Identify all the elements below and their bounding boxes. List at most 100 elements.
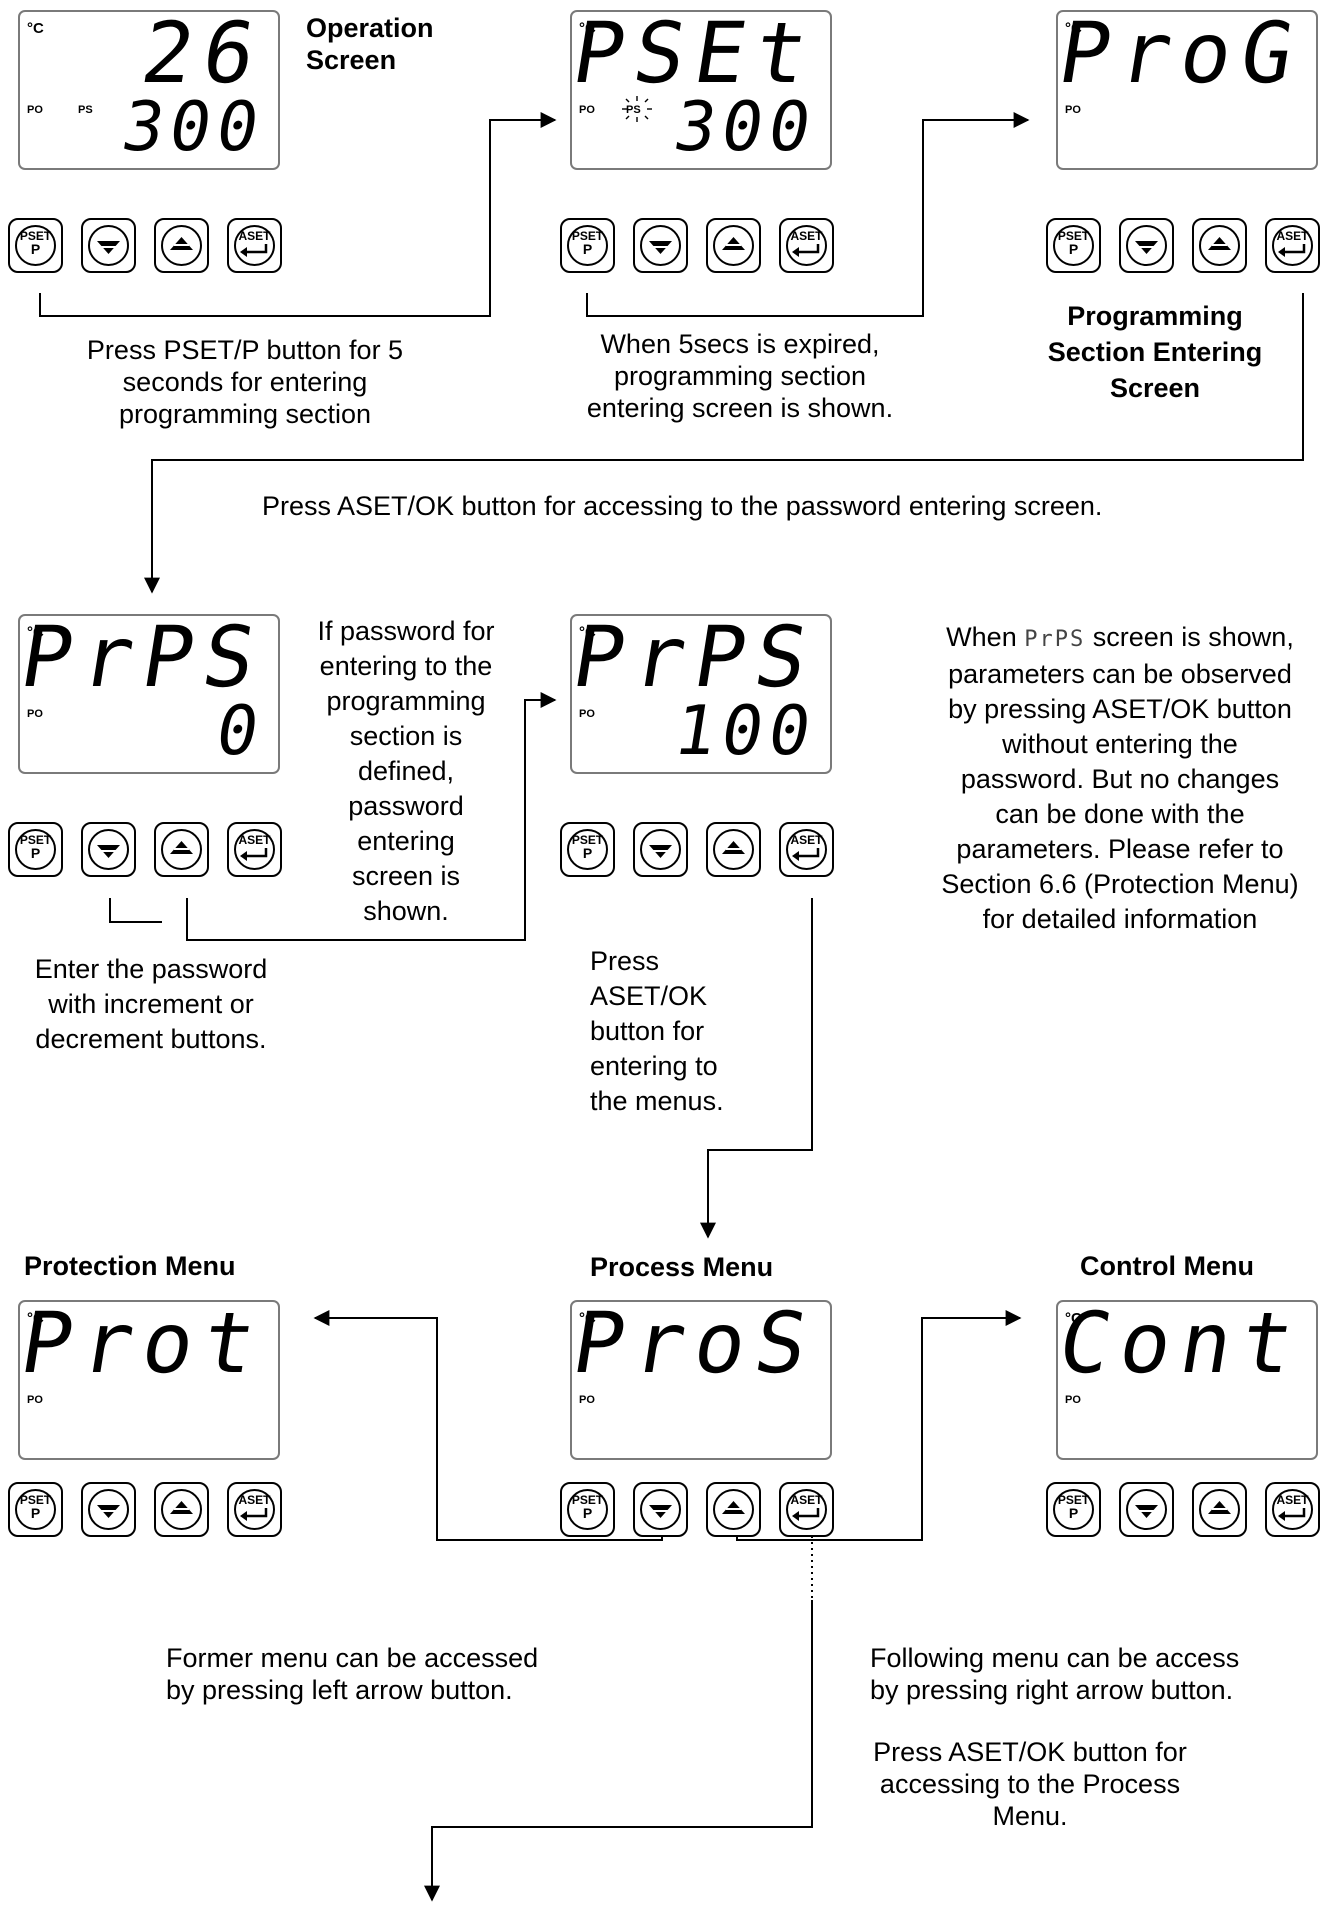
arrow-aset-to-process (700, 898, 813, 1239)
note-press-aset-password: Press ASET/OK button for accessing to th… (262, 491, 1103, 521)
protection-menu-title: Protection Menu (24, 1251, 236, 1281)
note-secs-expired: When 5secs is expired,programming sectio… (586, 329, 894, 423)
po-indicator: PO (1065, 1394, 1081, 1406)
aset-ok-button[interactable]: ASET (227, 218, 282, 273)
decrement-button[interactable] (633, 1482, 688, 1537)
programming-section-title: Programming Section Entering Screen (1047, 301, 1263, 403)
enter-icon (792, 1508, 820, 1521)
enter-icon (792, 848, 820, 861)
decrement-button[interactable] (633, 218, 688, 273)
increment-button[interactable] (154, 822, 209, 877)
arrow-prog-to-prps (144, 293, 1304, 594)
increment-button[interactable] (154, 218, 209, 273)
celsius-unit: °C (27, 624, 44, 641)
operation-screen-title: Operation Screen (306, 13, 434, 75)
process-menu-title: Process Menu (590, 1252, 774, 1282)
increment-button[interactable] (154, 1482, 209, 1537)
password-entered-display: °C PO PrPS 100 (566, 608, 832, 774)
control-menu-title: Control Menu (1080, 1251, 1254, 1281)
up-arrow-icon (1208, 1501, 1231, 1514)
celsius-unit: °C (1065, 20, 1082, 37)
aset-ok-button[interactable]: ASET (779, 218, 834, 273)
po-indicator: PO (27, 708, 43, 720)
down-arrow-icon (1135, 1505, 1158, 1518)
celsius-unit: °C (1065, 1310, 1082, 1327)
enter-icon (240, 1508, 268, 1521)
password-default-display: °C PO PrPS 0 (14, 608, 280, 774)
down-arrow-icon (97, 1505, 120, 1518)
aset-ok-button[interactable]: ASET (1265, 1482, 1320, 1537)
celsius-unit: °C (579, 1310, 596, 1327)
aset-ok-button[interactable]: ASET (227, 1482, 282, 1537)
down-arrow-icon (97, 845, 120, 858)
up-arrow-icon (1208, 237, 1231, 250)
top-display: ProS (565, 1294, 824, 1392)
arrow-operation-to-pset (39, 112, 557, 317)
decrement-button[interactable] (633, 822, 688, 877)
po-indicator: PO (27, 1394, 43, 1406)
po-indicator: PO (579, 104, 595, 116)
decrement-button[interactable] (1119, 1482, 1174, 1537)
increment-button[interactable] (706, 218, 761, 273)
enter-icon (792, 244, 820, 257)
up-arrow-icon (170, 1501, 193, 1514)
increment-button[interactable] (706, 1482, 761, 1537)
up-arrow-icon (722, 1501, 745, 1514)
po-indicator: PO (27, 104, 43, 116)
top-display: Prot (13, 1294, 272, 1392)
celsius-unit: °C (579, 20, 596, 37)
decrement-button[interactable] (81, 1482, 136, 1537)
arrow-pset-to-prog (586, 112, 1030, 317)
top-display: ProG (1051, 4, 1310, 102)
ps-indicator: PS (78, 104, 93, 116)
up-arrow-icon (722, 237, 745, 250)
prog-screen-display: °C PO ProG (1052, 4, 1318, 170)
enter-icon (240, 244, 268, 257)
decrement-button[interactable] (81, 218, 136, 273)
enter-icon (1278, 1508, 1306, 1521)
down-arrow-icon (1135, 241, 1158, 254)
bracket-decrement (109, 898, 162, 923)
bottom-display: 100 (668, 692, 823, 771)
down-arrow-icon (649, 241, 672, 254)
up-arrow-icon (722, 841, 745, 854)
decrement-button[interactable] (1119, 218, 1174, 273)
enter-icon (240, 848, 268, 861)
bottom-display: 300 (116, 88, 271, 167)
increment-button[interactable] (1192, 1482, 1247, 1537)
protection-menu-display: °C PO Prot (14, 1294, 280, 1460)
aset-ok-button[interactable]: ASET (1265, 218, 1320, 273)
celsius-unit: °C (27, 20, 44, 37)
celsius-unit: °C (579, 624, 596, 641)
increment-button[interactable] (1192, 218, 1247, 273)
prps-inline-display: PrPS (1024, 627, 1086, 652)
arrow-aset-to-process-menu (424, 1600, 813, 1902)
down-arrow-icon (649, 1505, 672, 1518)
po-indicator: PO (1065, 104, 1081, 116)
aset-ok-button[interactable]: ASET (227, 822, 282, 877)
bottom-display: 300 (668, 88, 823, 167)
down-arrow-icon (97, 241, 120, 254)
aset-ok-button[interactable]: ASET (779, 822, 834, 877)
up-arrow-icon (170, 841, 193, 854)
po-indicator: PO (579, 708, 595, 720)
increment-button[interactable] (706, 822, 761, 877)
decrement-button[interactable] (81, 822, 136, 877)
aset-ok-button[interactable]: ASET (779, 1482, 834, 1537)
process-menu-display: °C PO ProS (566, 1294, 832, 1460)
